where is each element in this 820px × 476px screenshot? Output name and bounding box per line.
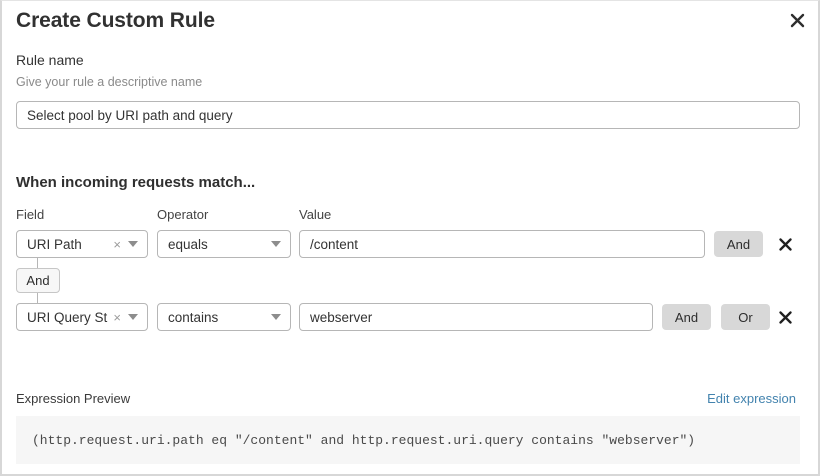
row-1-and-button[interactable]: And (714, 231, 763, 257)
row-2-operator-select[interactable]: contains (157, 303, 291, 331)
row-1-field-clear-icon[interactable]: × (113, 236, 121, 252)
connector-line-bottom (37, 293, 38, 303)
row-2-field-value: URI Query St... (27, 309, 108, 325)
column-header-operator: Operator (157, 207, 209, 222)
expression-preview-label: Expression Preview (16, 391, 131, 406)
row-1-field-value: URI Path (27, 236, 82, 252)
chevron-down-icon[interactable] (269, 241, 290, 247)
close-icon[interactable] (784, 7, 810, 33)
row-2-operator-value: contains (168, 309, 219, 325)
row-1-operator-value: equals (168, 236, 208, 252)
connector-line-top (37, 258, 38, 268)
rule-name-input[interactable] (16, 101, 800, 129)
row-2-value-input[interactable] (299, 303, 653, 331)
row-2-remove-icon[interactable] (775, 307, 795, 327)
dialog-title: Create Custom Rule (16, 9, 215, 32)
dialog-bottom-divider (2, 474, 818, 476)
row-2-and-button[interactable]: And (662, 304, 711, 330)
chevron-down-icon[interactable] (126, 241, 147, 247)
chevron-down-icon[interactable] (126, 314, 147, 320)
row-1-operator-select[interactable]: equals (157, 230, 291, 258)
row-2-or-button[interactable]: Or (721, 304, 770, 330)
edit-expression-link[interactable]: Edit expression (707, 391, 796, 406)
row-1-value-input[interactable] (299, 230, 705, 258)
chevron-down-icon[interactable] (269, 314, 290, 320)
rule-name-label: Rule name (16, 52, 84, 68)
rule-name-sublabel: Give your rule a descriptive name (16, 75, 203, 89)
expression-preview-code: (http.request.uri.path eq "/content" and… (16, 416, 800, 464)
column-header-field: Field (16, 207, 45, 222)
match-section-heading: When incoming requests match... (16, 174, 256, 191)
column-header-value: Value (299, 207, 332, 222)
row-2-field-select[interactable]: URI Query St... × (16, 303, 148, 331)
row-1-remove-icon[interactable] (775, 234, 795, 254)
row-1-field-select[interactable]: URI Path × (16, 230, 148, 258)
row-2-field-clear-icon[interactable]: × (113, 309, 121, 325)
row-connector-and-badge[interactable]: And (16, 268, 60, 293)
